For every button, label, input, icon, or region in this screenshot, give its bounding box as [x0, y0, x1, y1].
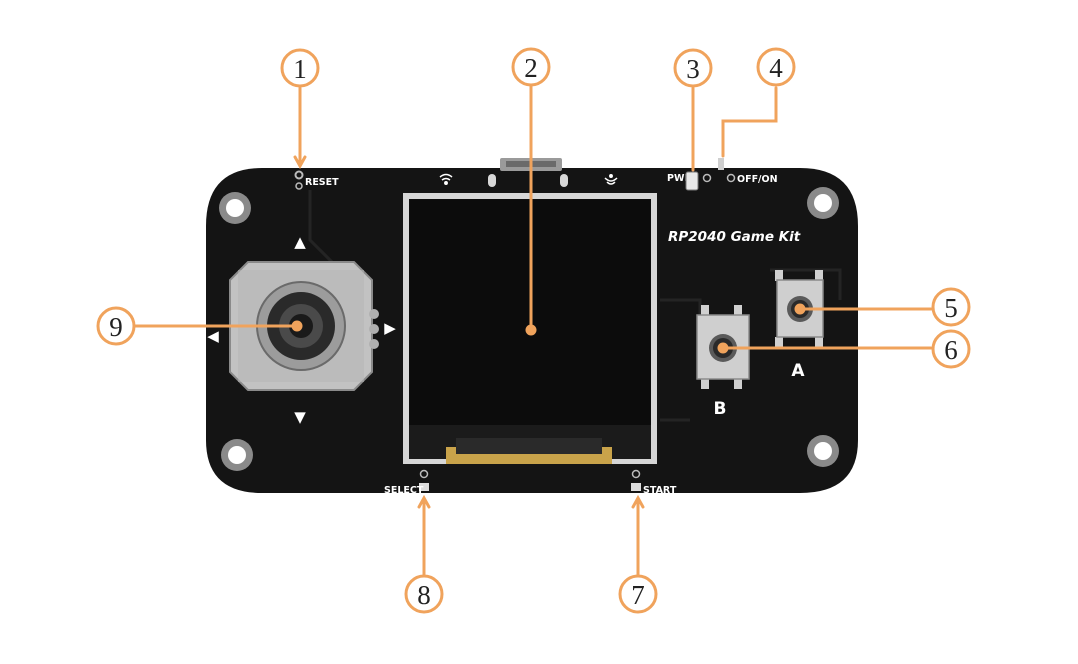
callout-arrow-8 — [417, 494, 431, 509]
callout-dot-9 — [291, 320, 303, 332]
mount-hole-top-right — [807, 187, 839, 219]
callout-badge-5: 5 — [931, 287, 971, 327]
button-a-label: A — [791, 361, 805, 381]
callout-badge-9: 9 — [96, 306, 136, 346]
pwr-pad — [702, 173, 712, 183]
start-pad — [631, 469, 641, 479]
mount-hole-bottom-left — [221, 439, 253, 471]
callout-arrow-7 — [631, 494, 645, 509]
callout-badge-3: 3 — [673, 48, 713, 88]
callout-arrow-1 — [293, 155, 307, 170]
callout-number: 4 — [769, 53, 783, 83]
callout-dot-5 — [794, 303, 806, 315]
select-pad — [419, 469, 429, 479]
reset-pad[interactable] — [294, 170, 304, 180]
callout-badge-6: 6 — [931, 329, 971, 369]
arrow-left-icon: ◀ — [207, 327, 219, 345]
reset-pad-2 — [295, 182, 303, 190]
callout-badge-7: 7 — [618, 574, 658, 614]
arrow-down-icon: ▼ — [294, 408, 306, 426]
start-button[interactable] — [631, 483, 641, 491]
callout-number: 2 — [524, 53, 538, 83]
callout-badge-2: 2 — [511, 47, 551, 87]
joystick-pin — [369, 309, 379, 319]
led-left — [488, 174, 496, 187]
select-button[interactable] — [419, 483, 429, 491]
joystick-pin — [369, 339, 379, 349]
pwr-led — [685, 171, 699, 191]
callout-number: 9 — [109, 312, 123, 342]
offon-label: OFF/ON — [737, 174, 778, 185]
button-b-label: B — [714, 399, 727, 419]
callout-badges: 1 2 3 4 5 6 7 8 — [96, 47, 971, 614]
callout-number: 1 — [293, 54, 307, 84]
board-title: RP2040 Game Kit — [668, 229, 801, 245]
reset-label: RESET — [305, 177, 339, 188]
callout-dots — [291, 303, 806, 354]
pcb-trace — [308, 190, 342, 272]
pwr-label: PWR — [667, 173, 692, 184]
callouts — [133, 84, 933, 577]
joystick-pin — [369, 324, 379, 334]
callout-number: 6 — [944, 335, 958, 365]
callout-number: 5 — [944, 293, 958, 323]
power-switch[interactable] — [718, 158, 724, 170]
button-a[interactable] — [775, 270, 824, 348]
callout-badge-8: 8 — [404, 574, 444, 614]
select-label: SELECT — [384, 485, 424, 496]
callout-number: 8 — [417, 580, 431, 610]
mount-hole-bottom-right — [807, 435, 839, 467]
start-label: START — [643, 485, 677, 496]
callout-badge-1: 1 — [280, 48, 320, 88]
led-right — [560, 174, 568, 187]
mount-hole-top-left — [219, 192, 251, 224]
callout-dot-2 — [525, 324, 537, 336]
offon-pad — [726, 173, 736, 183]
arrow-up-icon: ▲ — [294, 233, 306, 251]
callout-number: 7 — [631, 580, 645, 610]
pcb-trace — [770, 268, 842, 300]
pcb-trace — [660, 298, 702, 320]
callout-line-4 — [721, 86, 778, 158]
wifi-icon — [439, 173, 453, 185]
callout-number: 3 — [686, 54, 700, 84]
callout-badge-4: 4 — [756, 47, 796, 87]
signal-icon — [604, 174, 618, 185]
callout-dot-6 — [717, 342, 729, 354]
arrow-right-icon: ▶ — [384, 319, 396, 337]
